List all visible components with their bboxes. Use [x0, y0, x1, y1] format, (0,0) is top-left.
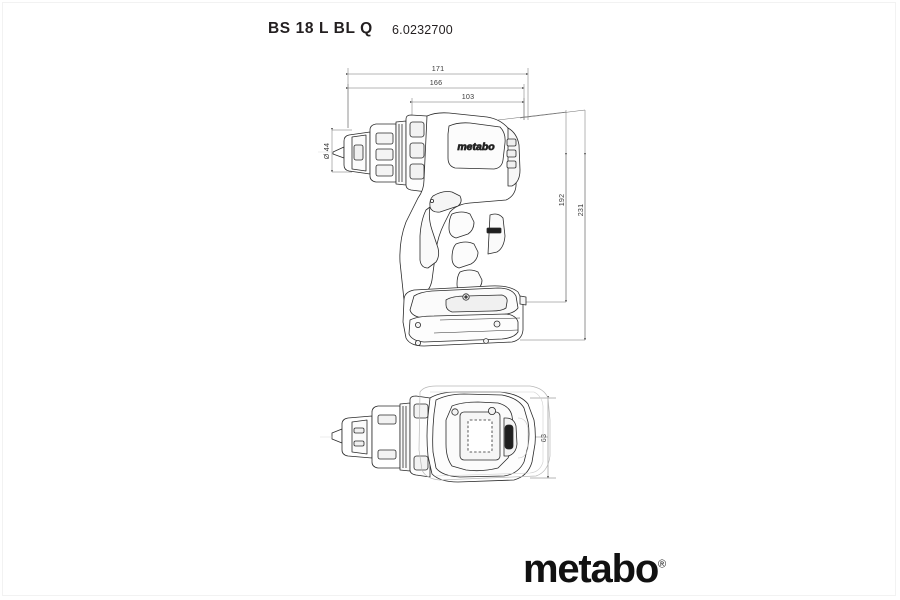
- dim-label-63: 63: [539, 434, 548, 442]
- dim-label-166: 166: [430, 78, 443, 87]
- dim-label-192: 192: [557, 194, 566, 207]
- registered-trademark-icon: ®: [658, 558, 667, 571]
- article-number: 6.0232700: [392, 23, 453, 37]
- dimension-labels: 171 166 103 Ø 44 192 231 63: [322, 64, 585, 442]
- page-title: BS 18 L BL Q: [268, 20, 373, 37]
- dim-label-231: 231: [576, 204, 585, 217]
- construction-lines: [318, 151, 333, 438]
- body-brand-label: metabo: [457, 141, 495, 153]
- top-view-drill: [331, 385, 551, 483]
- dim-label-171: 171: [432, 64, 445, 73]
- dimension-lines-side-view: [331, 68, 586, 341]
- side-view-drill: metabo: [332, 112, 527, 347]
- metabo-logo: metabo®: [523, 547, 666, 592]
- metabo-logo-text: metabo: [523, 547, 659, 591]
- dim-label-103: 103: [462, 92, 475, 101]
- dim-label-diameter-44: Ø 44: [322, 143, 331, 159]
